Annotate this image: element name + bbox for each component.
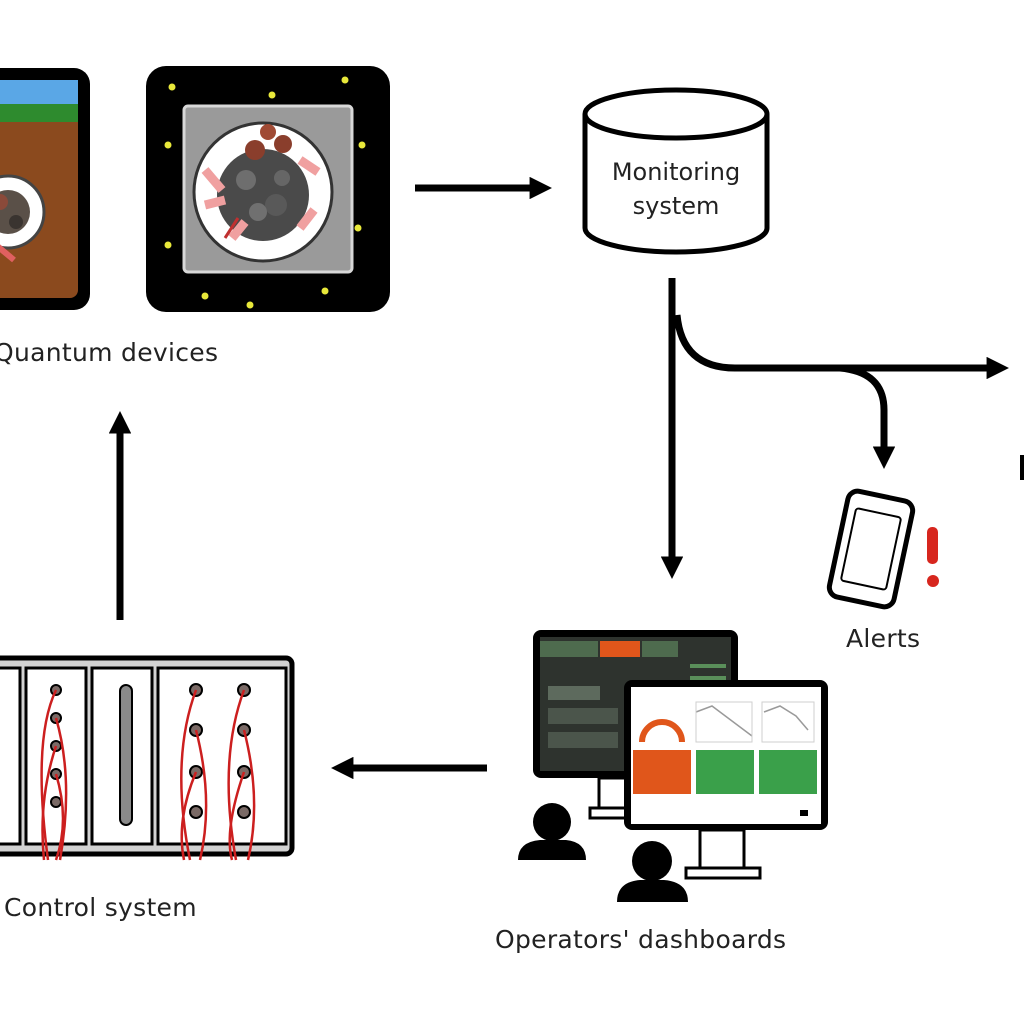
arrow-to-alerts [839,364,896,469]
alerts-label: Alerts [846,624,921,653]
rack-icon [0,655,295,861]
operators-dashboards-label: Operators' dashboards [495,925,787,954]
monitoring-label-line2: system [632,192,720,220]
arrow-branch-right [673,314,1009,380]
database-icon [582,87,770,255]
dashboard-tile-orange [633,750,691,794]
monitoring-label-line1: Monitoring [611,158,741,186]
cryostat-icon [146,66,390,312]
dashboard-tile-green [759,750,817,794]
operator-icon [617,841,688,902]
smartphone-icon [826,488,916,610]
monitoring-system-label: Monitoring system [585,155,767,223]
exclamation-icon [927,527,939,587]
quantum-devices-label: Quantum devices [0,338,219,367]
dashboard-tile-green [696,750,754,794]
cropped-right-mark [1020,455,1024,480]
quantum-chip-icon [0,68,90,310]
operator-icon [518,803,586,860]
monitor-icon [533,630,828,880]
control-system-label: Control system [4,893,197,922]
